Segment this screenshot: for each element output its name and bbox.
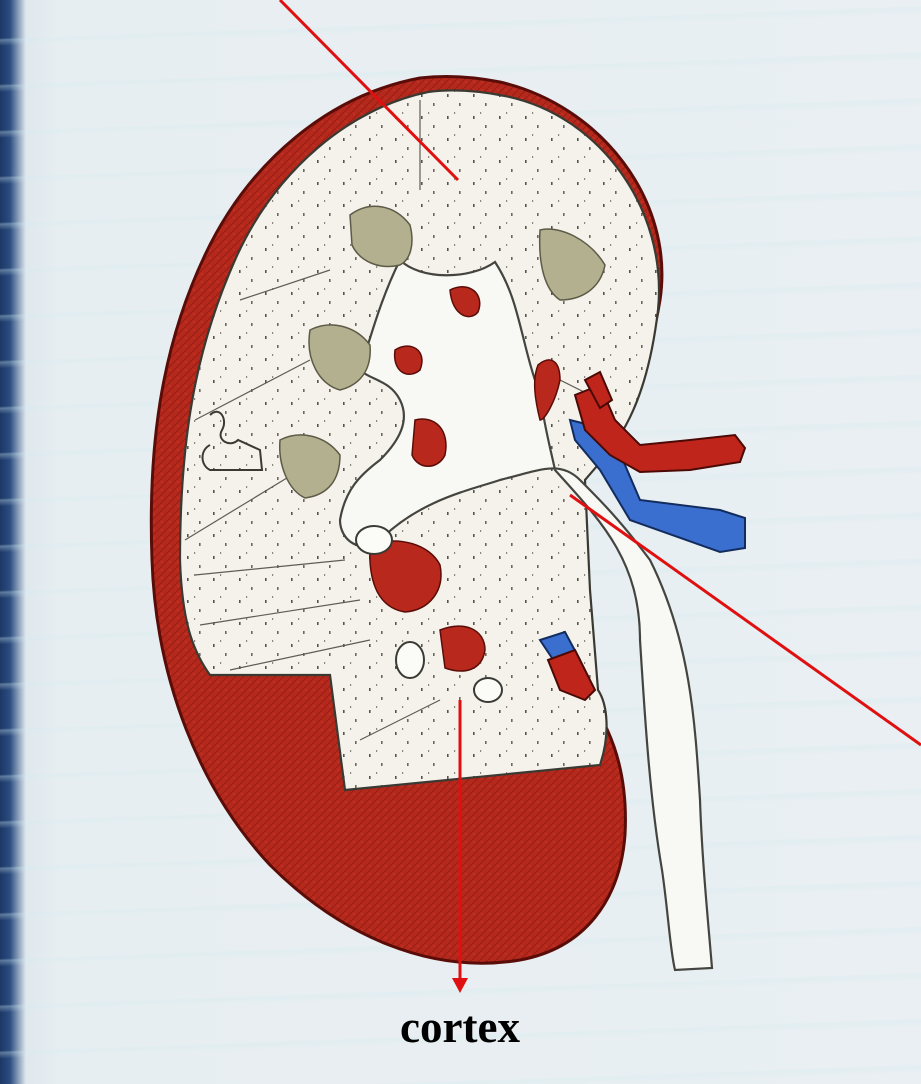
cortex-label: cortex bbox=[360, 1005, 560, 1050]
arrow-down-icon bbox=[452, 978, 468, 993]
